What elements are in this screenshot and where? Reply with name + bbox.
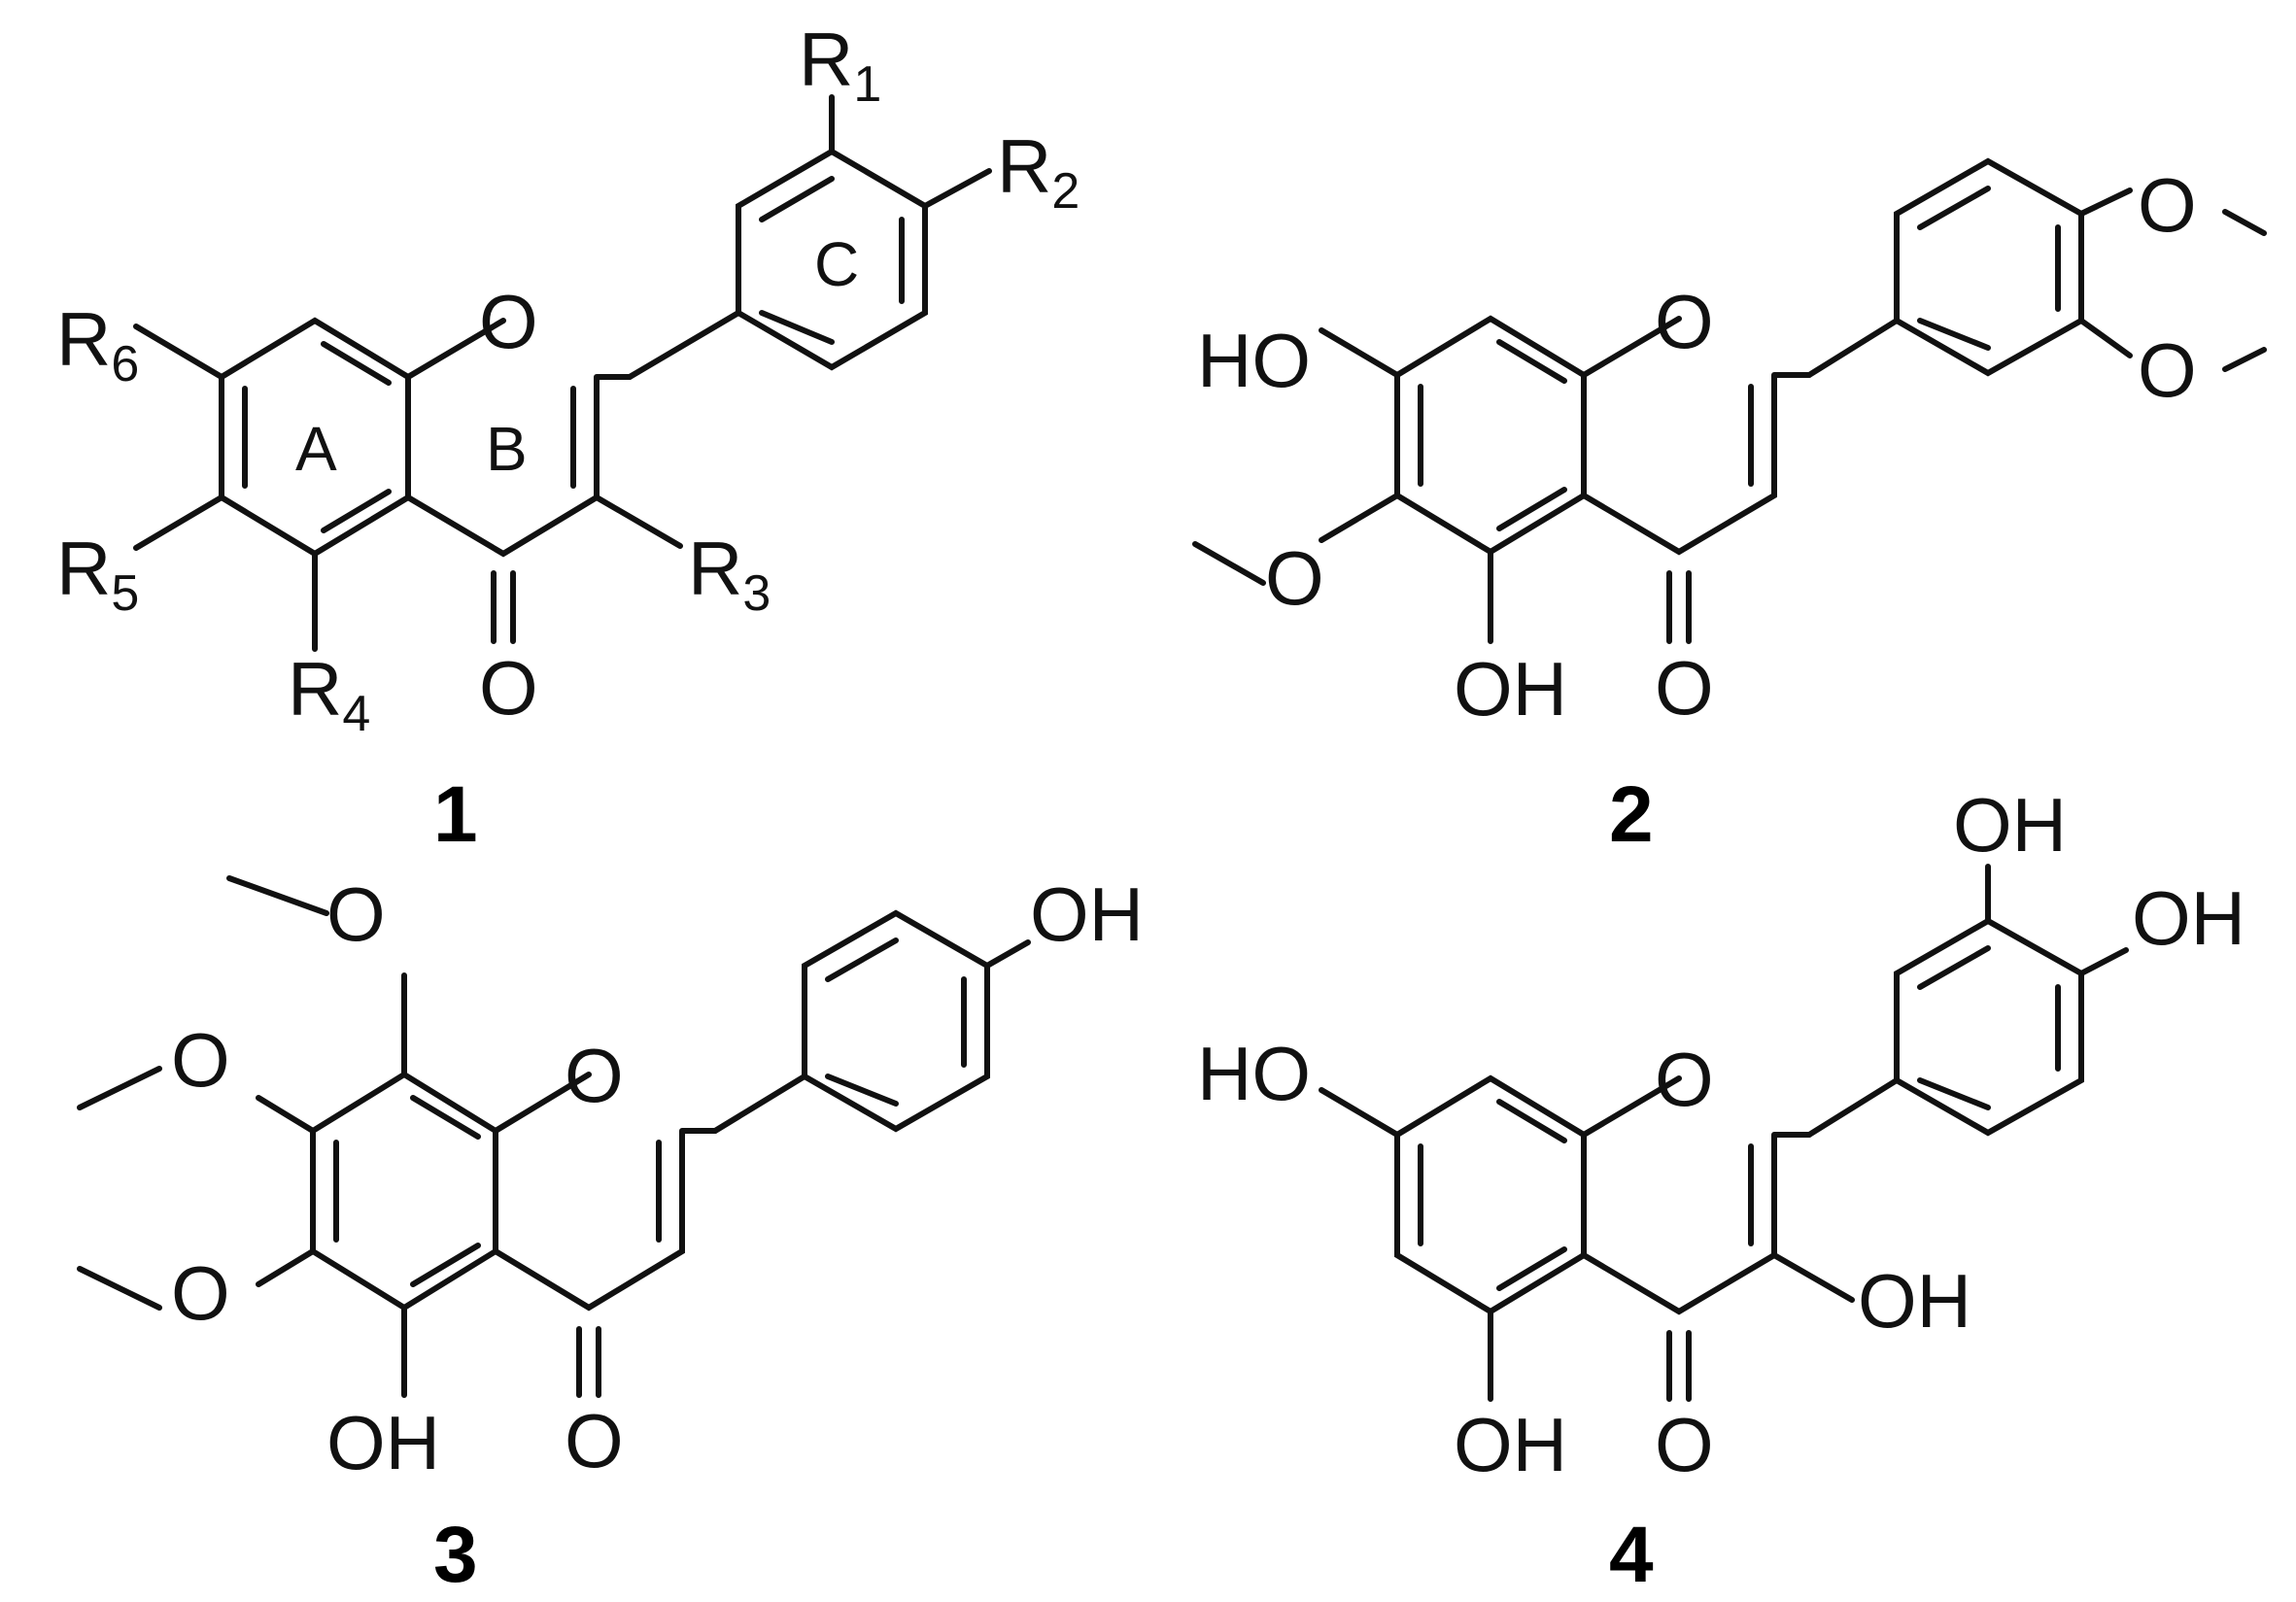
compound-4-ho7: HO	[1197, 1031, 1311, 1116]
compound-4-oh4p: OH	[2132, 875, 2245, 961]
compound-3-ome8-oxygen: O	[326, 871, 386, 957]
compound-3: OH OH O O O O O 3	[77, 871, 1144, 1599]
compound-4-number: 4	[1609, 1511, 1654, 1599]
compound-4-oh5: OH	[1454, 1402, 1567, 1487]
compound-3-bonds	[77, 875, 1031, 1398]
compound-1-number: 1	[433, 770, 478, 859]
compound-2-ome3p-oxygen: O	[2138, 162, 2197, 248]
compound-4: OH OH HO OH OH O O 4	[1197, 782, 2245, 1599]
compound-2-ome6-oxygen: O	[1265, 535, 1324, 621]
compound-4-bonds	[1319, 864, 2129, 1402]
compound-1-r1: R1	[799, 17, 881, 113]
compound-1-r5: R5	[56, 526, 139, 622]
compound-1-r4: R4	[288, 646, 370, 742]
compound-4-carbonyl-oxygen: O	[1655, 1402, 1714, 1487]
compound-2-oh5: OH	[1454, 646, 1567, 732]
compound-1-r6: R6	[56, 296, 139, 392]
compound-1-ring-a-label: A	[295, 414, 337, 484]
compound-2-ome4p-oxygen: O	[2138, 327, 2197, 413]
compound-2-bonds	[1192, 157, 2267, 644]
compound-3-oh5: OH	[326, 1400, 440, 1485]
compound-1-carbonyl-oxygen: O	[479, 645, 538, 731]
compound-2-carbonyl-oxygen: O	[1655, 645, 1714, 731]
compound-1-r2: R2	[997, 123, 1079, 220]
compound-3-ome7-oxygen: O	[171, 1017, 230, 1103]
compound-1-r3: R3	[688, 526, 771, 622]
compound-1-ring-oxygen: O	[479, 279, 538, 364]
compound-3-ome6-oxygen: O	[171, 1250, 230, 1336]
compound-1: O O A B C R1 R2 R3 R4 R5 R6 1	[56, 17, 1079, 859]
compound-4-ring-oxygen: O	[1655, 1037, 1714, 1122]
compound-4-oh3: OH	[1858, 1258, 1971, 1344]
compound-2-ho7: HO	[1197, 318, 1311, 403]
compound-3-carbonyl-oxygen: O	[565, 1398, 624, 1483]
compound-3-oh4p: OH	[1030, 871, 1144, 957]
compound-3-number: 3	[433, 1511, 478, 1599]
compound-1-ring-c-label: C	[814, 229, 859, 299]
compound-3-ring-oxygen: O	[565, 1033, 624, 1118]
compound-2-number: 2	[1609, 770, 1654, 859]
compound-1-bonds	[133, 94, 992, 652]
compound-2-ring-oxygen: O	[1655, 279, 1714, 364]
compound-2: HO OH O O O O O 2	[1192, 157, 2267, 859]
compound-4-oh3p: OH	[1953, 782, 2067, 868]
compound-1-ring-b-label: B	[486, 414, 528, 484]
